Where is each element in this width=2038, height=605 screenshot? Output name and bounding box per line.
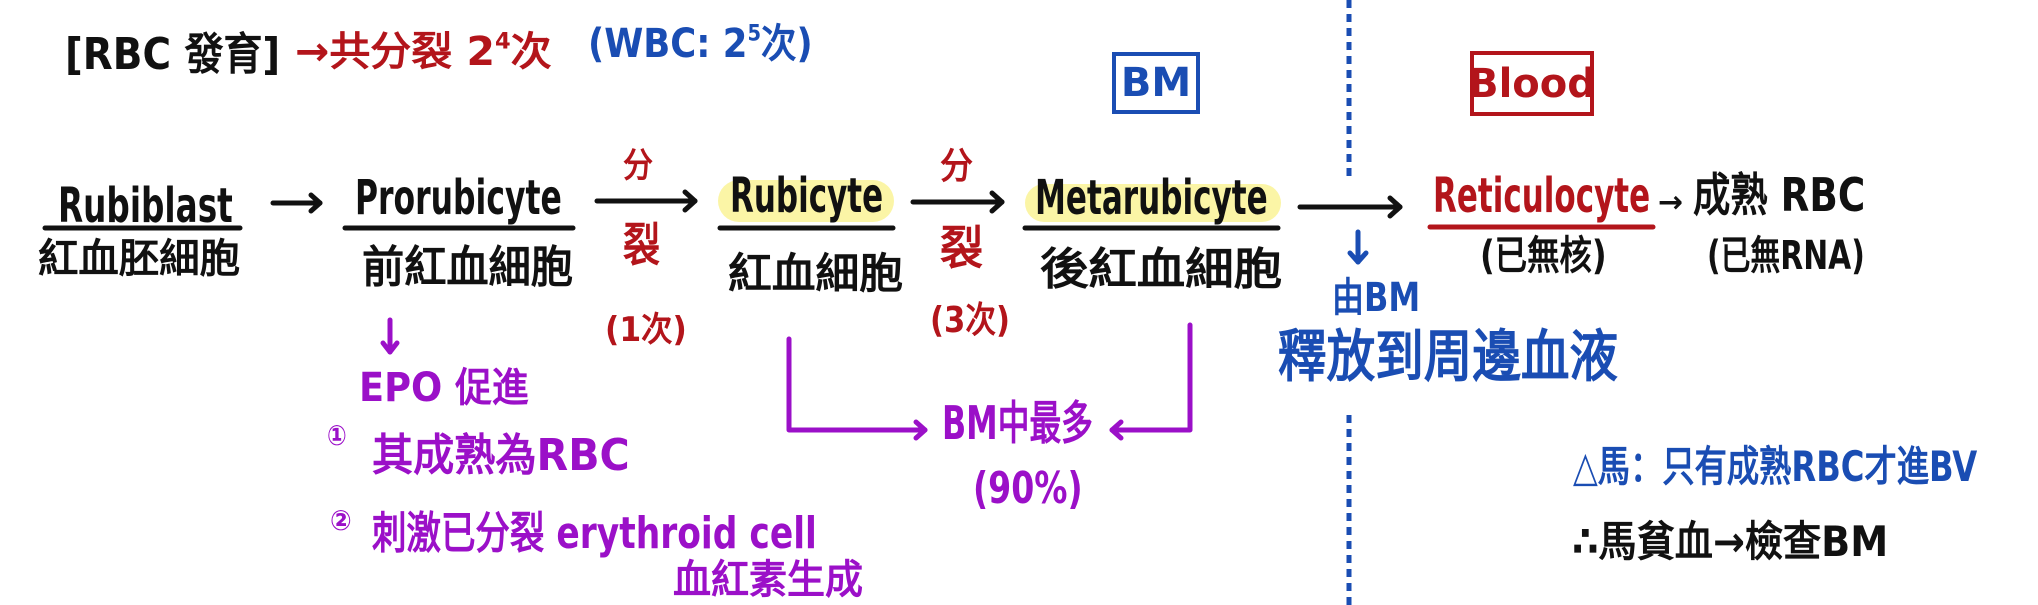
- bm-zone-text: BM: [1120, 60, 1192, 106]
- arrow-prorubicyte-to-rubicyte: [594, 189, 698, 213]
- wbc-suffix: 次): [761, 21, 813, 67]
- stage-rubiblast-chinese: 紅血胚細胞: [38, 236, 240, 282]
- stage-mature-rbc-note: (已無RNA): [1707, 233, 1865, 279]
- stage-rubicyte: Rubicyte: [730, 168, 884, 224]
- release-note-line1: 由BM: [1332, 275, 1421, 321]
- stage-metarubicyte: Metarubicyte: [1035, 170, 1268, 226]
- rubicyte-highlight: [718, 180, 894, 222]
- epo-item-2-subtext: 血紅素生成: [673, 557, 863, 603]
- stage-reticulocyte: Reticulocyte: [1433, 168, 1651, 224]
- arrow-metarubicyte-to-reticulocyte: [1297, 195, 1403, 219]
- stage-prorubicyte: Prorubicyte: [355, 170, 562, 226]
- wbc-division-count: (WBC: 25次): [588, 21, 813, 67]
- blood-zone-text: Blood: [1468, 60, 1596, 107]
- division-exponent: 4: [494, 29, 511, 55]
- epo-down-arrow-icon: [380, 317, 400, 355]
- division-prefix: →共分裂 2: [295, 29, 495, 75]
- epo-item-1-text: 其成熟為RBC: [372, 430, 630, 481]
- stage-rubiblast: Rubiblast: [58, 178, 233, 234]
- release-down-arrow-icon: [1347, 229, 1369, 265]
- arrow-rubicyte-to-metarubicyte: [910, 190, 1005, 214]
- transition-1-bottom: 裂: [623, 218, 660, 272]
- stage-prorubicyte-chinese: 前紅血細胞: [362, 242, 573, 293]
- side-note-2: ∴馬貧血→檢查BM: [1572, 517, 1889, 566]
- bm-zone-label: BM: [1112, 52, 1200, 114]
- rbc-division-count: →共分裂 24次: [295, 29, 552, 75]
- transition-1-count: (1次): [605, 310, 687, 350]
- bm-majority-label: BM中最多: [942, 396, 1093, 450]
- epo-item-2-text: 刺激已分裂 erythroid cell: [372, 508, 817, 559]
- rubicyte-to-bm-majority-arrow: [786, 336, 928, 441]
- stage-rubicyte-chinese: 紅血細胞: [728, 249, 904, 298]
- wbc-exponent: 5: [747, 21, 762, 47]
- arrow-rubiblast-to-prorubicyte: [270, 192, 323, 214]
- maturation-arrow-icon: →: [1658, 185, 1684, 220]
- transition-2-top: 分: [940, 146, 974, 187]
- epo-note-title: EPO 促進: [359, 365, 529, 411]
- blood-zone-label: Blood: [1468, 51, 1596, 116]
- epo-item-1-marker: ①: [327, 419, 347, 452]
- side-note-1: △馬：只有成熟RBC才進BV: [1573, 442, 1978, 491]
- stage-reticulocyte-note: (已無核): [1480, 233, 1607, 279]
- metarubicyte-to-bm-majority-arrow: [1109, 322, 1193, 441]
- stage-mature-rbc: 成熟 RBC: [1693, 168, 1866, 222]
- division-suffix: 次: [510, 29, 552, 75]
- metarubicyte-highlight: [1025, 184, 1281, 222]
- epo-item-2-marker: ②: [330, 504, 352, 537]
- page-title: [RBC 發育]: [65, 29, 281, 80]
- transition-2-bottom: 裂: [940, 221, 983, 275]
- release-note-line2: 釋放到周邊血液: [1278, 325, 1618, 390]
- transition-2-count: (3次): [930, 300, 1010, 341]
- bm-majority-percent: (90%): [973, 463, 1083, 514]
- transition-1-top: 分: [623, 146, 653, 186]
- wbc-prefix: (WBC: 2: [588, 21, 748, 67]
- stage-metarubicyte-chinese: 後紅血細胞: [1040, 244, 1282, 295]
